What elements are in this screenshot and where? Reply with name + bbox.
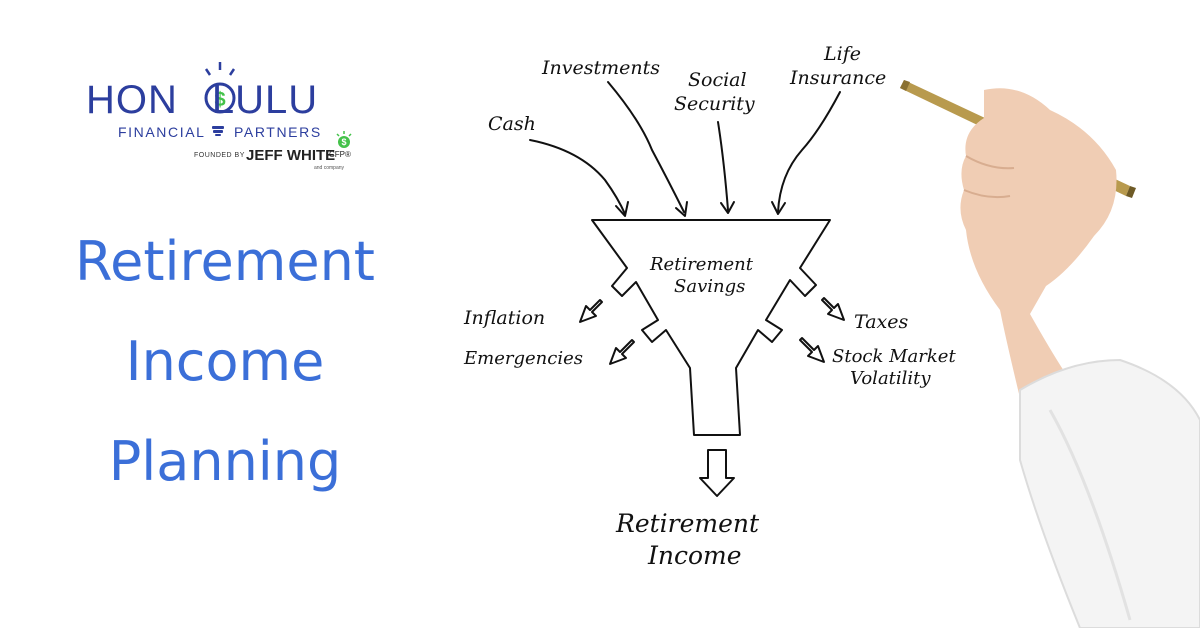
arrow-investments [607, 81, 685, 213]
leak-arrow-emergencies [609, 339, 635, 365]
leak-arrow-taxes [821, 297, 845, 321]
sleeve-shape [1019, 358, 1200, 628]
logo-founder-name: JEFF WHITE [246, 147, 336, 164]
funnel-diagram: Cash Investments Social Security Life In… [463, 43, 956, 570]
label-life: Life [823, 43, 861, 65]
label-insurance: Insurance [789, 67, 886, 89]
title-line-1: Retirement [75, 230, 375, 293]
svg-text:$: $ [341, 137, 346, 147]
hand-with-pen-image [900, 80, 1200, 628]
leak-arrow-stock [799, 337, 825, 363]
arrow-cash [529, 139, 626, 215]
lightbulb-dollar-icon: $ [204, 62, 236, 114]
logo-cfp: CFP® [329, 150, 351, 159]
output-label-income: Income [647, 541, 742, 570]
page-title: Retirement Income Planning [20, 212, 430, 512]
logo-company: and company [314, 165, 345, 171]
title-line-2: Income [125, 330, 325, 393]
leak-arrow-inflation [579, 299, 603, 323]
arrowhead-life-insurance [771, 201, 786, 215]
arrow-life-insurance [777, 91, 841, 213]
mini-lightbulb-icon: $ [336, 131, 352, 148]
logo-founded-by: FOUNDED BY [194, 152, 245, 159]
arrowhead-cash [615, 201, 629, 217]
label-investments: Investments [541, 57, 660, 79]
title-line-3: Planning [108, 430, 342, 493]
funnel-outline [591, 219, 831, 436]
output-label-retirement: Retirement [615, 509, 760, 538]
arrow-social-security [717, 121, 729, 211]
bulb-base-icon [211, 124, 229, 140]
arrowhead-investments [675, 201, 688, 217]
svg-text:$: $ [214, 89, 225, 111]
label-emergencies: Emergencies [463, 348, 583, 369]
label-volatility: Volatility [850, 368, 931, 389]
label-taxes: Taxes [854, 311, 908, 333]
funnel-label-retirement: Retirement [649, 254, 754, 275]
output-arrow [699, 449, 735, 497]
label-cash: Cash [488, 113, 536, 135]
funnel-label-savings: Savings [674, 276, 745, 297]
hand-shape [960, 88, 1117, 398]
logo-subtitle: FINANCIAL PARTNERS [118, 124, 322, 140]
label-social: Social [688, 69, 747, 91]
arrowhead-social-security [720, 201, 735, 214]
label-security: Security [674, 93, 755, 115]
label-stock-market: Stock Market [832, 346, 956, 367]
label-inflation: Inflation [463, 307, 545, 329]
